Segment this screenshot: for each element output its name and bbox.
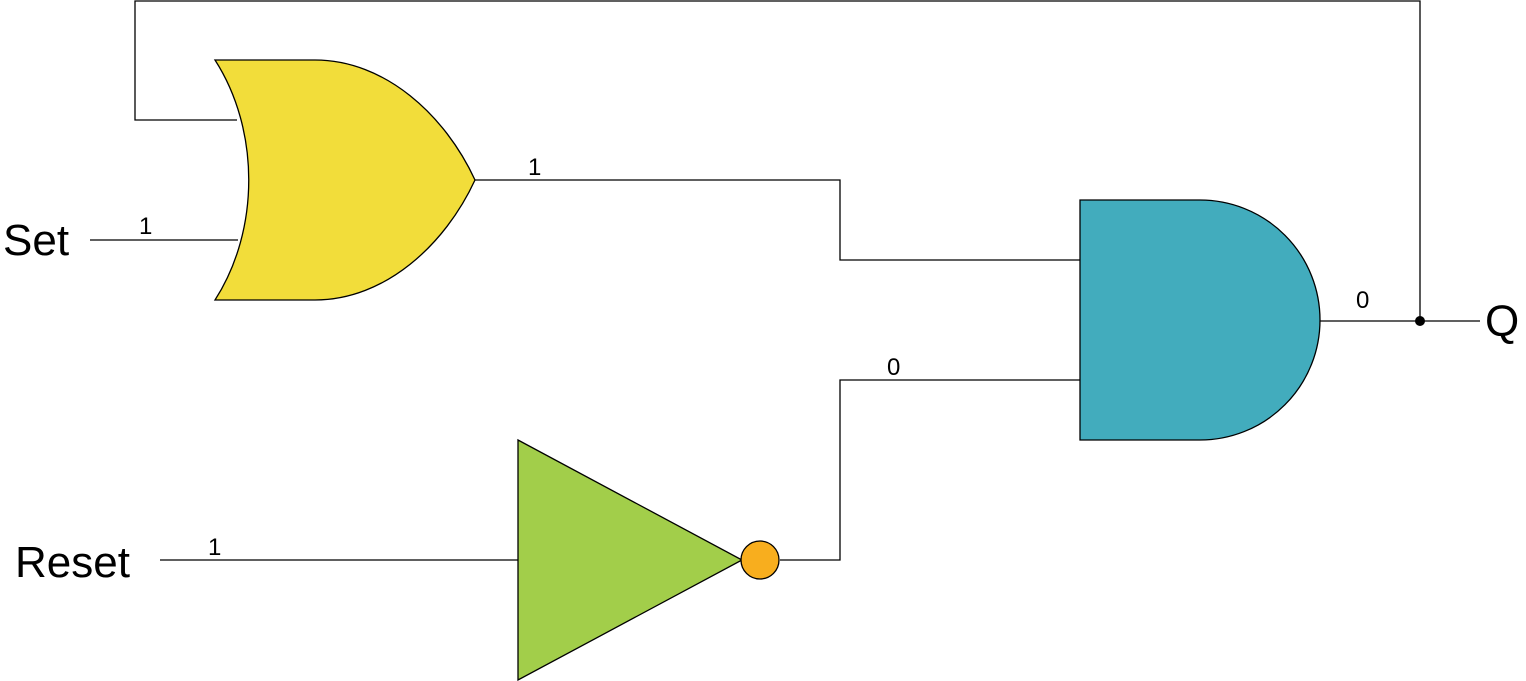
- reset-value-label: 1: [208, 534, 221, 561]
- q-label: Q: [1485, 297, 1519, 346]
- or-to-and-wire: [475, 179, 1080, 261]
- and-output-value-label: 0: [1356, 287, 1369, 314]
- not-output-value-label: 0: [887, 354, 900, 381]
- junction-dot: [1415, 316, 1425, 326]
- not-to-and-wire: [780, 379, 1080, 561]
- or-gate: [213, 59, 476, 301]
- set-label: Set: [3, 216, 69, 265]
- feedback-wire: [134, 0, 1421, 321]
- and-gate: [1079, 199, 1321, 441]
- not-gate: [517, 438, 744, 681]
- reset-label: Reset: [15, 538, 130, 587]
- wires: [90, 0, 1480, 561]
- inverter-bubble: [740, 540, 780, 580]
- set-value-label: 1: [139, 213, 152, 240]
- or-output-value-label: 1: [528, 154, 541, 181]
